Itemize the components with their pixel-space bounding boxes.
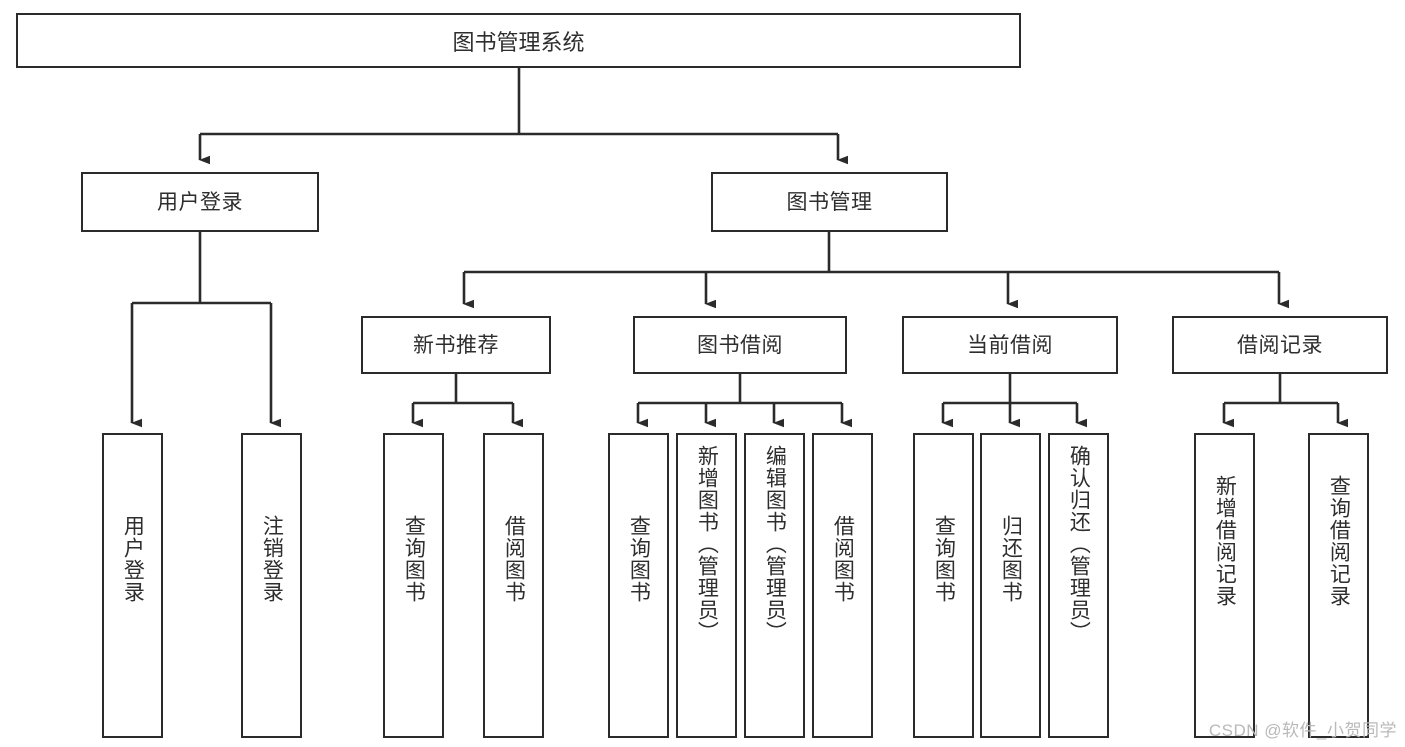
leaf-label: 归还图书 [999, 515, 1023, 603]
node-new-book-recommend[interactable]: 新书推荐 [361, 316, 551, 374]
leaf-borrow-book-recommend[interactable]: 借阅图书 [483, 433, 544, 738]
leaf-query-book-borrow[interactable]: 查询图书 [608, 433, 669, 738]
leaf-label: 新增借阅记录 [1213, 475, 1237, 607]
node-label: 新书推荐 [413, 333, 499, 357]
node-book-borrow[interactable]: 图书借阅 [633, 316, 847, 374]
node-label: 借阅记录 [1237, 333, 1323, 357]
leaf-add-book-admin[interactable]: 新增图书（管理员） [676, 433, 737, 738]
node-label: 图书管理 [786, 190, 873, 214]
node-label: 图书管理系统 [452, 29, 585, 55]
leaf-label: 查询图书 [402, 515, 426, 603]
leaf-label: 注销登录 [260, 515, 284, 603]
leaf-edit-book-admin[interactable]: 编辑图书（管理员） [744, 433, 805, 738]
node-book-management[interactable]: 图书管理 [711, 172, 948, 232]
leaf-return-book[interactable]: 归还图书 [980, 433, 1041, 738]
leaf-query-borrow-record[interactable]: 查询借阅记录 [1308, 433, 1369, 738]
leaf-label: 借阅图书 [502, 515, 526, 603]
node-label: 当前借阅 [967, 333, 1053, 357]
leaf-label: 用户登录 [121, 515, 145, 603]
leaf-label: 编辑图书（管理员） [763, 445, 787, 643]
leaf-confirm-return-admin[interactable]: 确认归还（管理员） [1048, 433, 1109, 738]
leaf-label: 查询图书 [627, 515, 651, 603]
leaf-add-borrow-record[interactable]: 新增借阅记录 [1194, 433, 1255, 738]
leaf-borrow-book[interactable]: 借阅图书 [812, 433, 873, 738]
leaf-label: 确认归还（管理员） [1067, 445, 1091, 643]
node-user-login[interactable]: 用户登录 [81, 172, 319, 232]
leaf-label: 查询借阅记录 [1327, 475, 1351, 607]
leaf-user-login[interactable]: 用户登录 [102, 433, 163, 738]
node-label: 图书借阅 [697, 333, 783, 357]
leaf-query-book-recommend[interactable]: 查询图书 [383, 433, 444, 738]
leaf-label: 查询图书 [932, 515, 956, 603]
node-root-book-management-system[interactable]: 图书管理系统 [16, 13, 1021, 68]
node-current-borrow[interactable]: 当前借阅 [902, 316, 1118, 374]
leaf-label: 新增图书（管理员） [695, 445, 719, 643]
leaf-label: 借阅图书 [831, 515, 855, 603]
node-label: 用户登录 [157, 190, 243, 214]
node-borrow-record[interactable]: 借阅记录 [1172, 316, 1388, 374]
csdn-watermark: CSDN @软件_小贺同学 [1208, 721, 1397, 740]
leaf-user-logout[interactable]: 注销登录 [241, 433, 302, 738]
leaf-query-book-current[interactable]: 查询图书 [913, 433, 974, 738]
